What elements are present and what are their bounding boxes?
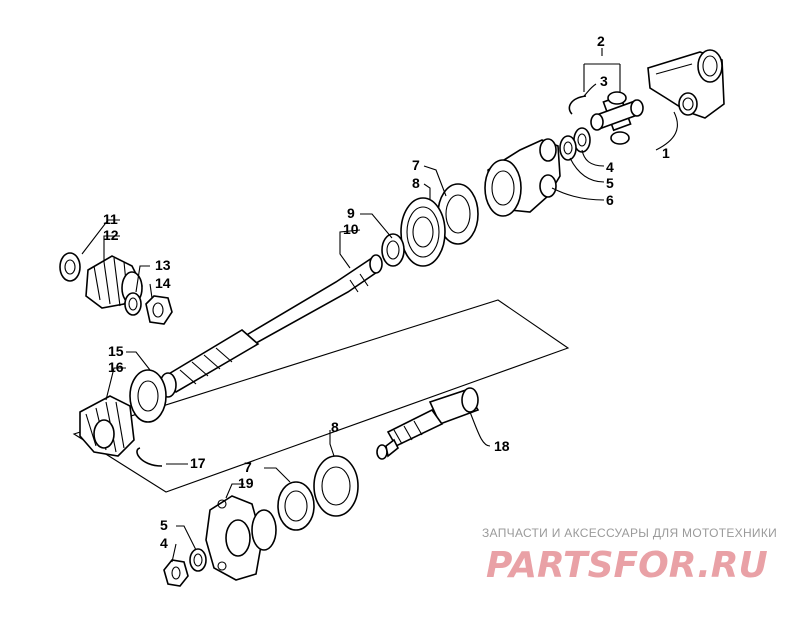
callout-8-bottom: 8 <box>331 419 339 435</box>
part-8-bearing-lower <box>313 455 359 517</box>
callout-15: 15 <box>108 343 124 359</box>
callout-7-bottom: 7 <box>244 459 252 475</box>
part-14-nut <box>145 295 173 325</box>
part-9-10-washer <box>381 233 405 267</box>
part-1-yoke <box>647 49 725 119</box>
part-19-flange-housing <box>205 495 277 581</box>
part-16-ring-gear <box>79 395 135 457</box>
part-6-splined-yoke <box>484 138 561 217</box>
part-3-snap-ring <box>568 95 587 115</box>
callout-1: 1 <box>662 145 670 161</box>
callout-9: 9 <box>347 205 355 221</box>
watermark: ЗАПЧАСТИ И АКСЕССУАРЫ ДЛЯ МОТОТЕХНИКИ PA… <box>482 526 777 586</box>
assembly-boundary <box>72 299 570 493</box>
callout-19: 19 <box>238 475 254 491</box>
part-4-nut-lower <box>163 559 189 587</box>
part-11-washer <box>59 252 81 282</box>
callout-5-top: 5 <box>606 175 614 191</box>
callout-12: 12 <box>103 227 119 243</box>
part-13-washer <box>124 292 142 316</box>
callout-4-top: 4 <box>606 159 614 175</box>
part-5-washer-lower <box>189 548 207 572</box>
callout-11: 11 <box>103 211 118 227</box>
main-shaft <box>159 254 383 398</box>
callout-3: 3 <box>600 73 608 89</box>
callout-8-top: 8 <box>412 175 420 191</box>
watermark-tagline: ЗАПЧАСТИ И АКСЕССУАРЫ ДЛЯ МОТОТЕХНИКИ <box>482 526 777 540</box>
callout-10: 10 <box>343 221 359 237</box>
part-15-bearing <box>129 369 167 423</box>
part-17-snap-ring <box>136 447 163 467</box>
watermark-logo: PARTSFOR.RU <box>486 545 768 586</box>
part-4-5-washers-upper <box>559 127 591 161</box>
callout-18: 18 <box>494 438 510 454</box>
callout-labels: 2 3 1 4 5 6 7 8 9 10 11 12 13 14 15 16 1… <box>103 33 670 551</box>
callout-6: 6 <box>606 192 614 208</box>
callout-4-bottom: 4 <box>160 535 168 551</box>
part-7-seal-lower <box>277 481 315 531</box>
callout-2-top: 2 <box>597 33 605 49</box>
part-18-output-shaft <box>376 387 480 460</box>
callout-7-top: 7 <box>412 157 420 173</box>
part-2-cross <box>590 91 644 145</box>
callout-16: 16 <box>108 359 124 375</box>
callout-14: 14 <box>155 275 171 291</box>
callout-13: 13 <box>155 257 171 273</box>
leader-lines <box>81 48 678 563</box>
callout-17: 17 <box>190 455 206 471</box>
callout-5-bottom: 5 <box>160 517 168 533</box>
part-7-8-bearing-upper <box>400 183 479 267</box>
